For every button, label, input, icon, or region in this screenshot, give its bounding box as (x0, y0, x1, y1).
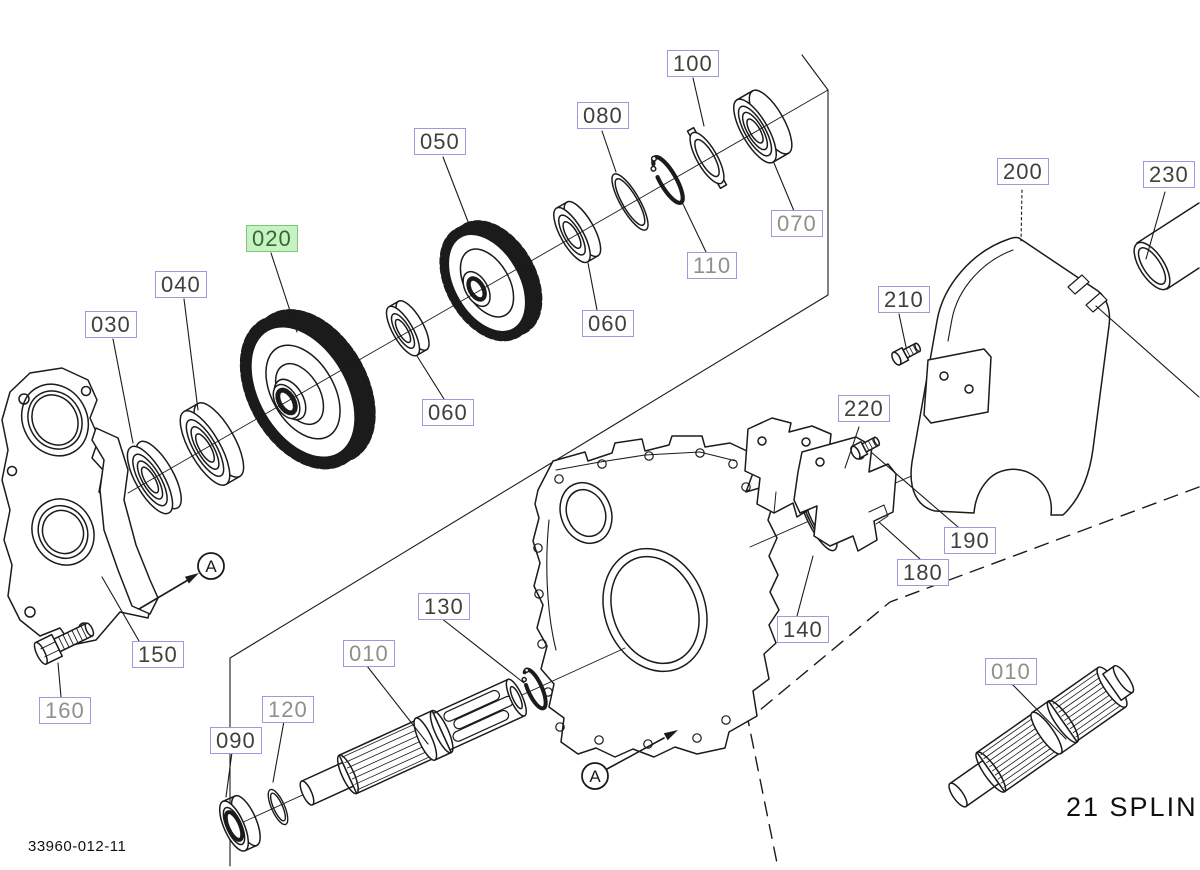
collar-060-lower-drawing (385, 299, 430, 357)
part-label-060-lower[interactable]: 060 (422, 399, 474, 426)
part-label-050[interactable]: 050 (414, 128, 466, 155)
part-label-070[interactable]: 070 (771, 210, 823, 237)
seal-070-drawing (733, 89, 793, 164)
part-label-200[interactable]: 200 (997, 158, 1049, 185)
part-label-220[interactable]: 220 (838, 395, 890, 422)
gear-case-housing-drawing (532, 435, 780, 758)
collar-090-drawing (218, 794, 261, 852)
bearing-040-drawing (179, 402, 245, 486)
section-marker-a-bottom: A (581, 730, 678, 790)
part-label-130[interactable]: 130 (418, 593, 470, 620)
part-label-160[interactable]: 160 (39, 697, 91, 724)
safety-cover-200-drawing (910, 236, 1111, 516)
leader-lines (57, 77, 1166, 798)
section-marker-a-left: A (138, 552, 225, 610)
pto-shaft-010-spline-drawing (948, 664, 1135, 808)
part-label-190[interactable]: 190 (944, 527, 996, 554)
part-label-080[interactable]: 080 (577, 102, 629, 129)
part-label-010-spline[interactable]: 010 (985, 658, 1037, 685)
snap-ring-130-drawing (521, 667, 548, 711)
part-label-120[interactable]: 120 (262, 696, 314, 723)
detail-boundary-dashed (747, 486, 1200, 869)
bearing-retainer-plate-drawing (1, 367, 159, 646)
collar-100-drawing (686, 126, 728, 190)
screw-210-drawing (891, 342, 922, 366)
section-marker-a-bottom-letter: A (589, 767, 601, 786)
part-label-140[interactable]: 140 (777, 616, 829, 643)
part-label-100[interactable]: 100 (667, 50, 719, 77)
part-label-210[interactable]: 210 (878, 286, 930, 313)
snap-ring-110-drawing (650, 155, 685, 205)
part-label-090[interactable]: 090 (210, 727, 262, 754)
pto-shaft-010-main-drawing (299, 678, 527, 806)
section-marker-a-left-letter: A (205, 557, 217, 576)
drawing-number-text: 33960-012-11 (28, 838, 127, 855)
main-axis-centerline (127, 89, 829, 494)
pipe-230-drawing (1095, 202, 1200, 398)
part-label-040[interactable]: 040 (155, 271, 207, 298)
ring-080-drawing (611, 173, 649, 231)
spline-note-text: 21 SPLIN (1066, 792, 1198, 822)
part-label-060-upper[interactable]: 060 (582, 310, 634, 337)
bearing-060-upper-drawing (553, 200, 602, 264)
gear-050-drawing (439, 220, 543, 342)
part-label-030[interactable]: 030 (85, 311, 137, 338)
part-label-180[interactable]: 180 (897, 559, 949, 586)
o-ring-120-drawing (267, 788, 289, 826)
bracket-180-drawing (793, 436, 897, 552)
part-label-010-main[interactable]: 010 (343, 640, 395, 667)
part-label-020-highlighted[interactable]: 020 (246, 225, 298, 252)
part-label-230[interactable]: 230 (1143, 161, 1195, 188)
cover-clips-drawing (1067, 274, 1108, 313)
screw-190-drawing (850, 436, 881, 460)
part-label-110[interactable]: 110 (687, 252, 738, 279)
part-label-150[interactable]: 150 (132, 641, 184, 668)
bolt-160-drawing (33, 622, 95, 665)
